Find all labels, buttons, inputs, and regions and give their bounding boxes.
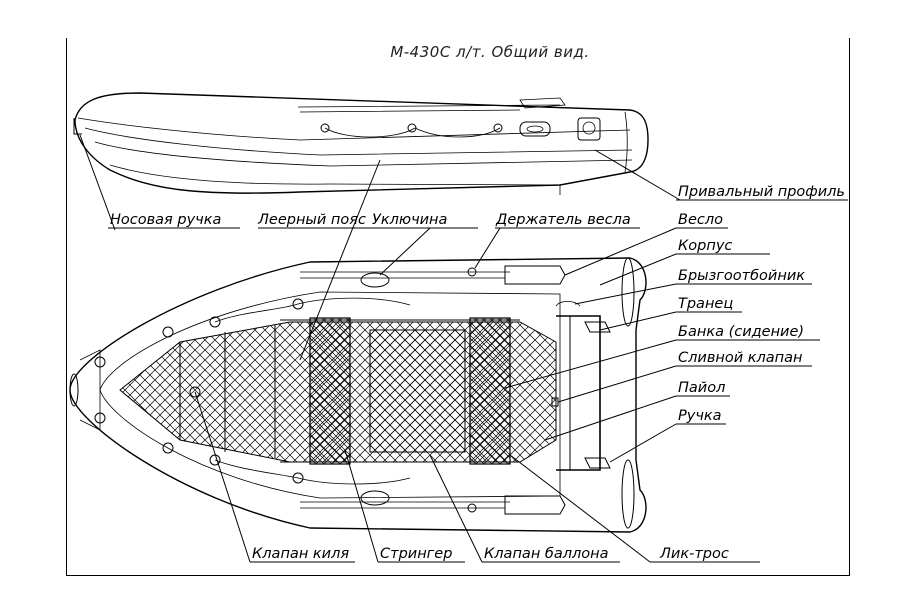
- leader-klapan-ballona: [429, 454, 620, 563]
- side-logo-badge-mark: [582, 121, 596, 135]
- labels: Носовая ручка Леерный пояс Уключина Держ…: [110, 184, 845, 562]
- top-bow: [79, 349, 101, 431]
- leader-lik-tros: [509, 454, 760, 563]
- lifeline-eye: [320, 123, 330, 133]
- hull-eye: [292, 472, 304, 484]
- top-lifeline-upper: [214, 297, 411, 323]
- oar-bottom-blade: [504, 495, 566, 515]
- top-view: [69, 257, 647, 533]
- leader-derzhatel: [474, 227, 501, 269]
- side-logo-badge: [577, 117, 601, 141]
- hull-eye: [162, 326, 174, 338]
- hull-eye: [162, 442, 174, 454]
- oarlock-top: [360, 272, 390, 288]
- leader-privalny: [594, 149, 681, 201]
- side-bottom-line: [109, 164, 561, 186]
- bow-eye: [94, 356, 106, 368]
- lifeline-eye: [493, 123, 503, 133]
- side-view: [73, 92, 649, 195]
- side-upper-line: [77, 117, 631, 141]
- leader-nosovaya: [79, 134, 116, 231]
- oar-holder-bottom: [467, 503, 477, 513]
- label-stringer: Стрингер: [380, 546, 452, 562]
- label-klapan-ballona: Клапан баллона: [484, 546, 609, 562]
- transom-handles: [584, 321, 611, 469]
- leader-bryzgo: [574, 283, 812, 305]
- label-slivnoy-klapan: Сливной клапан: [678, 350, 803, 366]
- leader-korpus: [599, 253, 770, 286]
- side-lifeline: [324, 127, 501, 138]
- label-privalny-profil: Привальный профиль: [678, 184, 845, 200]
- lifeline-eye: [407, 123, 417, 133]
- seat-bench-front: [309, 317, 351, 465]
- oar-holder-top: [467, 267, 477, 277]
- label-uklyuchina: Уключина: [372, 212, 447, 228]
- top-bow-handle: [69, 373, 79, 407]
- side-logo-oval: [519, 121, 551, 137]
- bow-eye: [94, 412, 106, 424]
- leader-veslo: [564, 227, 728, 276]
- floor-panel-lines: [179, 325, 276, 458]
- splashguard: [555, 301, 581, 307]
- leader-tranets: [599, 311, 742, 331]
- label-lik-tros: Лик-трос: [659, 546, 729, 562]
- leader-ruchka: [609, 423, 726, 463]
- hull-eye: [292, 298, 304, 310]
- oar-top-blade: [504, 265, 566, 285]
- leader-lines: [79, 134, 848, 563]
- label-bryzgootboynik: Брызгоотбойник: [678, 268, 805, 284]
- leader-uklyuchina: [379, 227, 431, 276]
- top-inner-tube: [99, 291, 561, 499]
- stern-cone-bottom: [621, 459, 635, 529]
- transom: [556, 315, 601, 471]
- label-banka: Банка (сидение): [678, 324, 804, 340]
- leader-slivnoy: [557, 365, 812, 403]
- label-tranets: Транец: [678, 296, 733, 312]
- leader-stringer: [344, 449, 465, 563]
- side-rubstrake-bottom: [94, 141, 633, 167]
- side-logo-mark: [526, 125, 544, 133]
- drawing-title: М-430С л/т. Общий вид.: [390, 43, 589, 61]
- label-leerny-poyas: Леерный пояс: [257, 212, 366, 228]
- keel-valve: [189, 386, 201, 398]
- side-oar: [297, 104, 561, 113]
- leader-banka: [504, 339, 820, 389]
- label-derzhatel-vesla: Держатель весла: [495, 212, 631, 228]
- side-hull-outline: [74, 92, 649, 194]
- label-nosovaya-ruchka: Носовая ручка: [110, 212, 221, 228]
- label-korpus: Корпус: [678, 238, 732, 254]
- label-paiol: Пайол: [678, 380, 725, 396]
- label-veslo: Весло: [678, 212, 723, 228]
- leader-paiol: [544, 395, 730, 441]
- side-oar-blade: [519, 97, 566, 109]
- label-klapan-kilya: Клапан киля: [252, 546, 349, 562]
- leader-leer: [299, 159, 381, 361]
- oar-bottom: [300, 501, 510, 509]
- leader-klapan-kilya: [194, 391, 355, 563]
- drawing-frame: [66, 38, 850, 576]
- seat-bench-rear: [469, 317, 511, 465]
- floor-center-panel: [369, 329, 466, 453]
- side-rubstrake-top: [84, 127, 633, 156]
- oarlock-bottom: [360, 490, 390, 506]
- side-bow-handle: [73, 118, 82, 135]
- hull-eye: [209, 316, 221, 328]
- label-ruchka: Ручка: [678, 408, 722, 424]
